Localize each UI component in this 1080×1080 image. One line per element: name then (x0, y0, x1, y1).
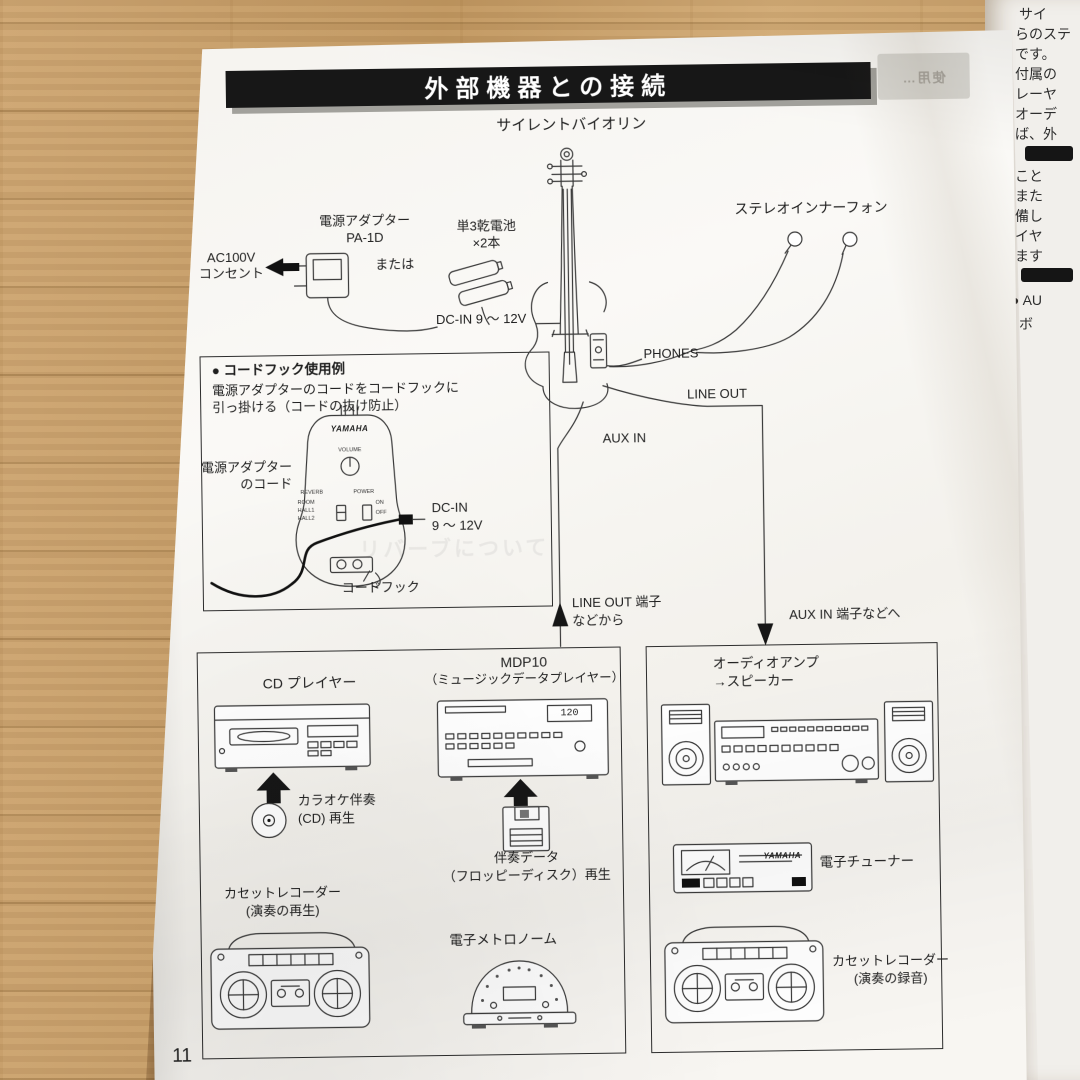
reverb-label: REVERB (300, 489, 324, 496)
hook-dc-in-label1: DC-IN (431, 499, 468, 516)
power-label: POWER (353, 488, 375, 496)
off-label: OFF (375, 509, 387, 516)
cord-hook-title: ● コードフック使用例 (211, 361, 346, 379)
karaoke-label2: (CD) 再生 (297, 810, 356, 827)
amp-label2: →スピーカー (712, 673, 795, 690)
tuner-brand-logo: YAMAHA (763, 851, 802, 861)
sidepage-text: ● AU (1011, 292, 1043, 308)
phones-port-label: PHONES (643, 345, 699, 362)
hook-dc-in-label2: 9 〜 12V (431, 517, 483, 534)
showthrough-text: 使用… (901, 69, 947, 86)
from-line-out-label1: LINE OUT 端子 (571, 593, 662, 611)
battery-drawing (448, 257, 514, 307)
line-out-port-label: LINE OUT (686, 385, 748, 402)
sidepage-text: 備し (1015, 208, 1043, 224)
aux-in-port-label: AUX IN (602, 430, 647, 446)
adapter-cord-label2: のコード (240, 476, 293, 492)
to-aux-in-label: AUX IN 端子などへ (789, 605, 901, 623)
adapter-model: PA-1D (346, 229, 384, 246)
inverted-text-bar (1025, 146, 1073, 161)
sidepage-text: こと (1015, 168, 1043, 184)
battery-label: 単3乾電池 (456, 217, 516, 234)
battery-count: ×2本 (472, 235, 501, 251)
adapter-cord-label1: 電源アダプター (200, 459, 293, 476)
tuner-label: 電子チューナー (819, 853, 915, 870)
sidepage-text: です。 (1015, 46, 1056, 62)
from-line-out-label2: などから (572, 612, 625, 629)
cassette-play-label2: (演奏の再生) (245, 902, 320, 919)
inverted-text-bar (1021, 268, 1073, 282)
sidepage-text: ます (1015, 248, 1043, 264)
sidepage-text: らのステ (1015, 26, 1071, 42)
page-showthrough-heading: 使用… (877, 53, 970, 100)
karaoke-label1: カラオケ伴奏 (297, 791, 376, 809)
page-number: 11 (172, 1045, 193, 1067)
sidepage-text: また (1015, 188, 1043, 204)
sidepage-text: レーヤ (1015, 86, 1057, 102)
section-title-bar: 外部機器との接続 (226, 62, 871, 108)
cord-hook-desc2: 引っ掛ける（コードの抜け防止） (212, 397, 408, 416)
violin-caption: サイレントバイオリン (496, 115, 647, 135)
sidepage-text: ボ (1019, 316, 1033, 332)
or-label: または (375, 256, 415, 272)
cassette-rec-label2: (演奏の録音) (853, 970, 928, 987)
section-title: 外部機器との接続 (424, 72, 673, 104)
amp-label1: オーディオアンプ (712, 654, 820, 672)
up-arrow-icon (552, 602, 568, 626)
cassette-play-label1: カセットレコーダー (223, 884, 342, 902)
cd-player-label: CD プレイヤー (262, 674, 357, 692)
hall1-label: HALL1 (297, 507, 315, 515)
volume-label: VOLUME (338, 447, 362, 454)
sidepage-text: 付属の (1015, 66, 1057, 82)
dc-in-label: DC-IN 9 〜 12V (435, 310, 527, 328)
outlet-label: AC100V (206, 249, 256, 266)
mdp-display-value: 120 (560, 708, 579, 720)
metronome-label: 電子メトロノーム (449, 931, 558, 948)
yamaha-logo: YAMAHA (330, 424, 369, 434)
hall2-label: HALL2 (297, 515, 315, 523)
outlet-label2: コンセント (198, 265, 264, 282)
earphones-label: ステレオインナーフォン (734, 198, 888, 217)
down-arrow-icon (757, 623, 773, 645)
room-label: ROOM (297, 499, 315, 507)
cord-hook-label: コードフック (341, 579, 420, 596)
floppy-label1: 伴奏データ (493, 849, 560, 866)
cassette-rec-label1: カセットレコーダー (831, 951, 950, 969)
sidepage-text: ば、外 (1015, 126, 1057, 142)
manual-page: 使用… リバーブについて (140, 28, 1028, 1080)
sidepage-text: サイ (1019, 6, 1047, 22)
mdp-label1: MDP10 (500, 653, 548, 671)
adapter-label: 電源アダプター (319, 212, 411, 229)
on-label: ON (375, 499, 384, 506)
sidepage-text: イヤ (1015, 228, 1043, 244)
output-devices-box (646, 642, 944, 1053)
sidepage-text: オーデ (1015, 106, 1057, 122)
